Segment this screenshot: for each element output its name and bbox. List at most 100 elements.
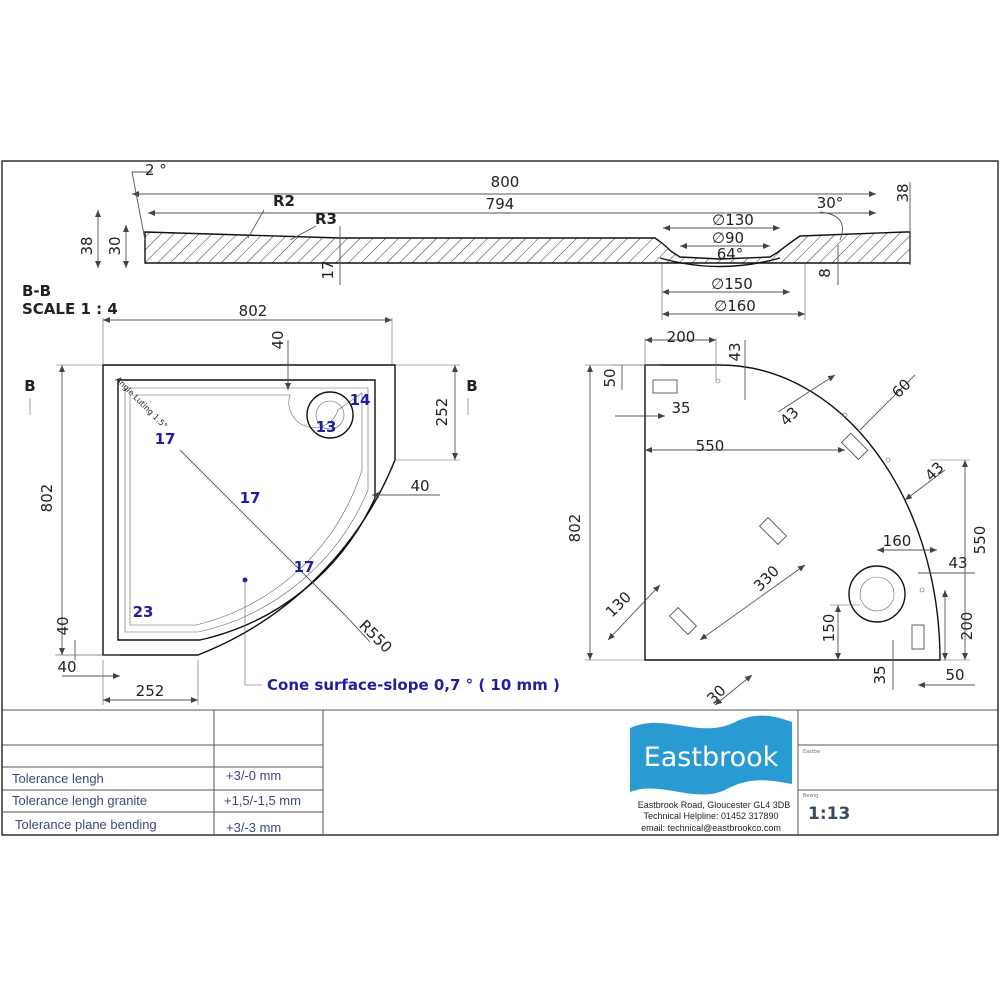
dim-40-right-label: 40 bbox=[410, 477, 429, 495]
leader-r3 bbox=[289, 225, 317, 241]
dim-50-bottom-label: 50 bbox=[945, 666, 964, 684]
plan-view-detail: 802 802 40 252 40 40 40 252 R550 B B Ang… bbox=[24, 302, 560, 705]
bracket-lower bbox=[668, 606, 698, 636]
title-block: Tolerance lengh Tolerance lengh granite … bbox=[2, 709, 998, 835]
dim-794-label: 794 bbox=[486, 195, 515, 213]
dim-252-right-label: 252 bbox=[433, 398, 451, 427]
dim-802-v-label: 802 bbox=[566, 514, 584, 543]
dim-200-top-label: 200 bbox=[667, 328, 696, 346]
thickness-label-corner: 14 bbox=[350, 391, 371, 409]
tray-inner-rim bbox=[124, 387, 369, 633]
waste-arc bbox=[659, 257, 781, 268]
dim-line-330 bbox=[699, 564, 806, 641]
dim-50-label: 50 bbox=[601, 368, 619, 387]
tolerance-label-2: Tolerance lengh granite bbox=[12, 793, 147, 808]
tolerance-value-3: +3/-3 mm bbox=[226, 820, 281, 835]
dim-130-label: 130 bbox=[602, 588, 635, 621]
section-marker-b-left: B bbox=[24, 377, 35, 395]
diagonal-radius-line bbox=[179, 449, 346, 616]
tolerance-value-2: +1,5/-1,5 mm bbox=[224, 793, 301, 808]
dim-line-60 bbox=[859, 374, 916, 431]
dim-800-label: 800 bbox=[491, 173, 520, 191]
radius-r2-label: R2 bbox=[273, 192, 295, 210]
waste-hole-outer bbox=[848, 565, 906, 623]
angle-30-label: 30° bbox=[817, 194, 844, 212]
tray-rim bbox=[117, 379, 376, 641]
radius-r3-label: R3 bbox=[315, 210, 337, 228]
tray-outline bbox=[102, 364, 396, 656]
luting-note: Angle Luting 1.5° bbox=[114, 375, 169, 430]
dim-330-label: 330 bbox=[750, 562, 783, 595]
tolerance-label-3: Tolerance plane bending bbox=[15, 817, 157, 832]
drawing-scale: 1:13 bbox=[808, 804, 850, 824]
dim-43-right-label: 43 bbox=[921, 458, 947, 484]
field-label-name: Eastbe bbox=[803, 749, 820, 755]
thickness-label-bottom: 23 bbox=[133, 603, 154, 621]
dim-38-right-label: 38 bbox=[894, 183, 912, 202]
dim-40-top-label: 40 bbox=[269, 330, 287, 349]
fix-point-1 bbox=[715, 378, 721, 384]
waste-inner bbox=[315, 400, 345, 430]
dim-802-left-label: 802 bbox=[38, 484, 56, 513]
bracket-right bbox=[911, 624, 925, 650]
leader-r2 bbox=[247, 209, 265, 239]
sheet-border bbox=[1, 160, 999, 836]
brand-logo-text: Eastbrook bbox=[644, 742, 779, 773]
fix-point-4 bbox=[919, 587, 925, 593]
dim-arc-30 bbox=[819, 211, 843, 241]
dim-d130-label: ∅130 bbox=[712, 211, 754, 229]
leader-r550 bbox=[344, 614, 371, 643]
section-label: B-B bbox=[22, 282, 51, 300]
dim-d150-label: ∅150 bbox=[711, 275, 753, 293]
dim-43-mid-label: 43 bbox=[948, 554, 967, 572]
dim-38-left-label: 38 bbox=[78, 236, 96, 255]
dim-43-top-label: 43 bbox=[726, 342, 744, 361]
tolerance-value-1: +3/-0 mm bbox=[226, 768, 281, 783]
tray-section-profile bbox=[144, 231, 911, 264]
dim-30-label: 30 bbox=[106, 236, 124, 255]
brand-logo-banner bbox=[630, 715, 792, 795]
plan-view-installation: 200 43 50 35 43 60 550 43 802 550 160 43… bbox=[566, 328, 989, 708]
dim-200-v-label: 200 bbox=[958, 612, 976, 641]
section-scale: SCALE 1 : 4 bbox=[22, 300, 118, 318]
dim-d160-label: ∅160 bbox=[714, 297, 756, 315]
dim-160-label: 160 bbox=[883, 532, 912, 550]
dim-line-43-diag bbox=[777, 374, 836, 413]
dim-550-h-label: 550 bbox=[696, 437, 725, 455]
section-marker-b-right: B bbox=[466, 377, 477, 395]
waste-hole-inner bbox=[859, 576, 895, 612]
dim-line-130 bbox=[607, 584, 661, 641]
dim-35-top-label: 35 bbox=[671, 399, 690, 417]
angle-64-label: 64° bbox=[717, 245, 744, 263]
tray-basin bbox=[129, 392, 363, 626]
dim-30-label: 30 bbox=[703, 681, 729, 707]
dim-252-bottom-label: 252 bbox=[136, 682, 165, 700]
field-label-drawing: Bewig bbox=[803, 793, 818, 799]
tolerance-label-1: Tolerance lengh bbox=[12, 771, 104, 786]
slope-leader bbox=[244, 580, 262, 686]
dim-line-angle bbox=[131, 171, 146, 241]
dim-40-left-label: 40 bbox=[54, 616, 72, 635]
company-address: Eastbrook Road, Gloucester GL4 3DB bbox=[638, 800, 791, 810]
dim-line-43-right bbox=[904, 469, 946, 501]
thickness-label-center: 17 bbox=[240, 489, 261, 507]
section-angle-label: 2 ° bbox=[145, 161, 167, 179]
dim-802-top-label: 802 bbox=[239, 302, 268, 320]
thickness-label-top-left: 17 bbox=[155, 430, 176, 448]
thickness-label-waste: 13 bbox=[316, 418, 337, 436]
thickness-label-lower: 17 bbox=[294, 558, 315, 576]
dim-550-v-label: 550 bbox=[971, 526, 989, 555]
radius-r550-label: R550 bbox=[355, 616, 395, 656]
slope-note: Cone surface-slope 0,7 ° ( 10 mm ) bbox=[267, 676, 560, 694]
dim-line-30 bbox=[714, 674, 753, 706]
dim-17-label: 17 bbox=[319, 260, 337, 279]
bracket-arc bbox=[840, 432, 869, 461]
dim-40-bottom-label: 40 bbox=[57, 658, 76, 676]
company-email: email: technical@eastbrookco.com bbox=[641, 823, 781, 833]
bracket-top bbox=[652, 379, 678, 394]
dim-8-label: 8 bbox=[816, 268, 834, 278]
dim-d90-label: ∅90 bbox=[712, 229, 744, 247]
section-view: 2 ° 800 794 R2 R3 38 30 17 ∅130 ∅90 64° … bbox=[22, 161, 912, 320]
